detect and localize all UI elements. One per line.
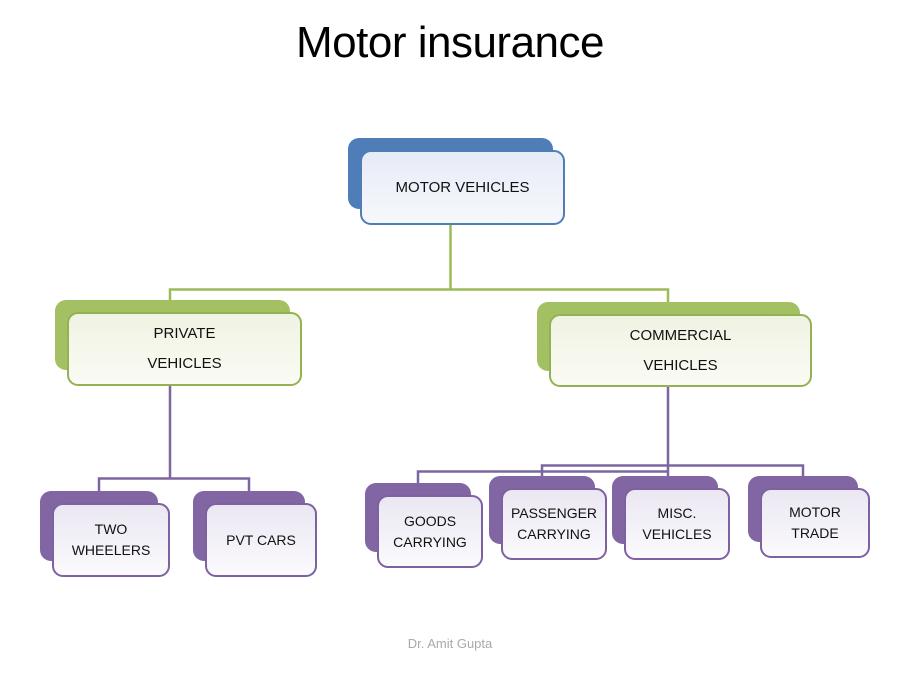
node-goods-carrying[interactable]: GOODS CARRYING (365, 483, 483, 568)
node-two-wheelers[interactable]: TWO WHEELERS (40, 491, 170, 577)
node-goods-carrying-label: GOODS CARRYING (393, 512, 467, 550)
node-motor-trade-label: MOTOR TRADE (789, 504, 841, 541)
node-motor-vehicles[interactable]: MOTOR VEHICLES (348, 138, 565, 225)
node-motor-vehicles-box: MOTOR VEHICLES (360, 150, 565, 225)
node-two-wheelers-box: TWO WHEELERS (52, 503, 170, 577)
node-goods-carrying-box: GOODS CARRYING (377, 495, 483, 568)
node-commercial-vehicles-box: COMMERCIAL VEHICLES (549, 314, 812, 387)
node-private-vehicles-box: PRIVATE VEHICLES (67, 312, 302, 386)
node-passenger-carrying-label: PASSENGER CARRYING (510, 505, 598, 542)
author-credit: Dr. Amit Gupta (407, 636, 493, 651)
node-passenger-carrying-box: PASSENGER CARRYING (501, 488, 607, 560)
node-pvt-cars-label: PVT CARS (226, 531, 296, 548)
node-two-wheelers-label: TWO WHEELERS (71, 521, 151, 558)
node-motor-trade[interactable]: MOTOR TRADE (748, 476, 870, 558)
node-pvt-cars[interactable]: PVT CARS (193, 491, 317, 577)
node-commercial-vehicles-label: COMMERCIAL VEHICLES (629, 326, 732, 374)
node-private-vehicles[interactable]: PRIVATE VEHICLES (55, 300, 302, 386)
node-misc-vehicles[interactable]: MISC. VEHICLES (612, 476, 730, 560)
node-motor-vehicles-label: MOTOR VEHICLES (395, 179, 530, 196)
node-misc-vehicles-label: MISC. VEHICLES (642, 505, 712, 542)
node-commercial-vehicles[interactable]: COMMERCIAL VEHICLES (537, 302, 812, 387)
node-misc-vehicles-box: MISC. VEHICLES (624, 488, 730, 560)
slide-title: Motor insurance (296, 18, 604, 67)
node-motor-trade-box: MOTOR TRADE (760, 488, 870, 558)
node-pvt-cars-box: PVT CARS (205, 503, 317, 577)
node-private-vehicles-label: PRIVATE VEHICLES (147, 325, 222, 372)
node-passenger-carrying[interactable]: PASSENGER CARRYING (489, 476, 607, 560)
